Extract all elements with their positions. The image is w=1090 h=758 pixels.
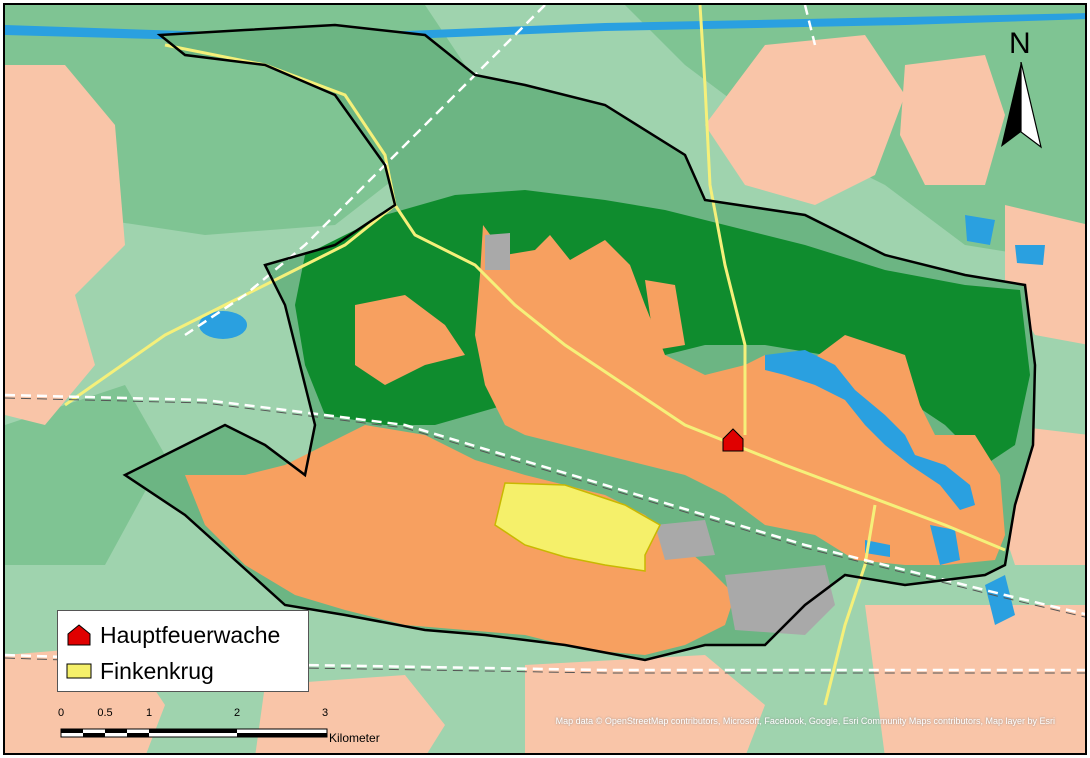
finkenkrug-district[interactable] [494, 482, 661, 572]
north-arrow: N [1001, 27, 1057, 157]
yellow-box-icon [66, 663, 92, 679]
map-frame: N Hauptfeuerwache Finkenkrug 0 0.5 1 2 3 [3, 3, 1087, 755]
map-canvas[interactable] [5, 5, 1087, 755]
scale-unit: Kilometer [329, 731, 380, 745]
scale-tick-3: 3 [321, 707, 329, 719]
scale-bar: 0 0.5 1 2 3 Kilometer [53, 707, 393, 747]
scale-tick-1: 1 [145, 707, 153, 719]
outer-urban-areas [5, 35, 1085, 753]
scale-bar-graphic [60, 728, 328, 738]
red-house-icon [67, 624, 91, 646]
map-attribution: Map data © OpenStreetMap contributors, M… [555, 716, 1055, 726]
legend-label-hauptfeuerwache: Hauptfeuerwache [100, 622, 281, 648]
inner-water [765, 350, 975, 565]
scale-tick-0-5: 0.5 [97, 707, 113, 719]
legend-label-finkenkrug: Finkenkrug [100, 658, 214, 684]
municipality-boundary [122, 23, 1037, 662]
map-legend: Hauptfeuerwache Finkenkrug [57, 610, 309, 692]
north-letter: N [1009, 27, 1031, 60]
north-arrow-icon [1001, 62, 1042, 149]
scale-tick-0: 0 [57, 707, 65, 719]
industrial-areas [485, 233, 835, 635]
scale-tick-2: 2 [233, 707, 241, 719]
roads [64, 5, 1006, 706]
legend-item-hauptfeuerwache: Hauptfeuerwache [66, 621, 280, 649]
hauptfeuerwache-marker[interactable] [722, 428, 744, 452]
urban-core [185, 225, 1005, 655]
legend-item-finkenkrug: Finkenkrug [66, 657, 214, 685]
